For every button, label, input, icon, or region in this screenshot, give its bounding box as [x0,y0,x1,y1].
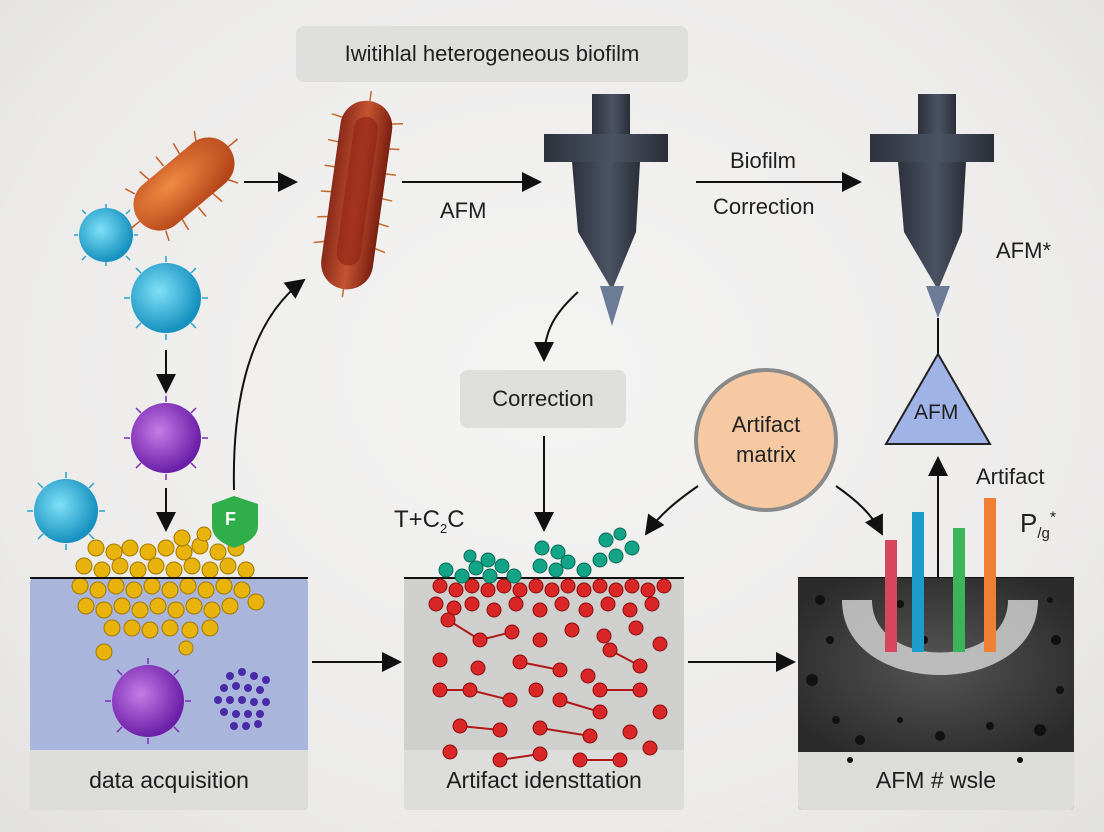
virus-blue-2 [124,256,208,340]
afm-probe-2 [870,94,994,358]
artifact-matrix-line2: matrix [736,442,796,467]
bar-3 [953,528,965,652]
biofilm-label: Biofilm [730,148,797,173]
p-sub: /g [1037,525,1050,543]
correction-text: Correction [492,386,594,411]
panel-caption: Artifact idensttation [404,750,684,810]
panel-caption: AFM # wsle [798,750,1074,810]
panel-caption: data acquisition [30,750,308,810]
afm-probe-1 [544,94,668,326]
shield-letter: F [225,509,236,529]
tcc-main: T+C [394,506,441,533]
artifact-matrix-node: Artifact matrix [694,368,838,512]
virus-blue-1 [74,204,138,266]
p-sup: * [1049,509,1057,527]
afm-triangle [884,352,992,445]
bar-4 [984,498,996,652]
arrow-matrix-left [644,485,699,536]
tcc-sub: 2 [440,520,448,536]
virus-purple-1 [124,396,208,480]
purple-dots [214,668,270,730]
p-main: P [1020,508,1038,538]
tcc-suffix: C [447,506,465,533]
artifact-matrix-line1: Artifact [731,412,801,438]
p-label: P/g* [1020,510,1056,541]
virus-purple-2 [105,658,191,744]
afm-label: AFM [440,198,487,223]
teal-cluster [438,527,640,584]
virus-blue-3 [27,472,105,550]
afm-star-label: AFM* [996,238,1051,263]
biofilm-correction-label: Correction [713,194,815,219]
correction-box: Correction [460,370,626,428]
bar-1 [885,540,897,652]
bacterium-orange [125,130,239,242]
afm-texture [798,578,1074,763]
shield-icon [212,496,258,548]
rod-bacterium [313,90,404,298]
bar-2 [912,512,924,652]
panel-data-acquisition: data acquisition [30,578,308,810]
tcc-label: T+C2C [394,508,465,535]
arrow-curve-up [232,278,306,491]
title-text: Iwitihlal heterogeneous biofilm [344,41,640,66]
gold-cluster [71,526,265,661]
arrow-matrix-right [835,485,883,536]
arrow-curve-correction [534,291,579,362]
red-network [428,578,672,768]
title-box: Iwitihlal heterogeneous biofilm [296,26,688,82]
artifact-right-label: Artifact [976,464,1045,489]
triangle-afm-label: AFM [914,401,959,424]
